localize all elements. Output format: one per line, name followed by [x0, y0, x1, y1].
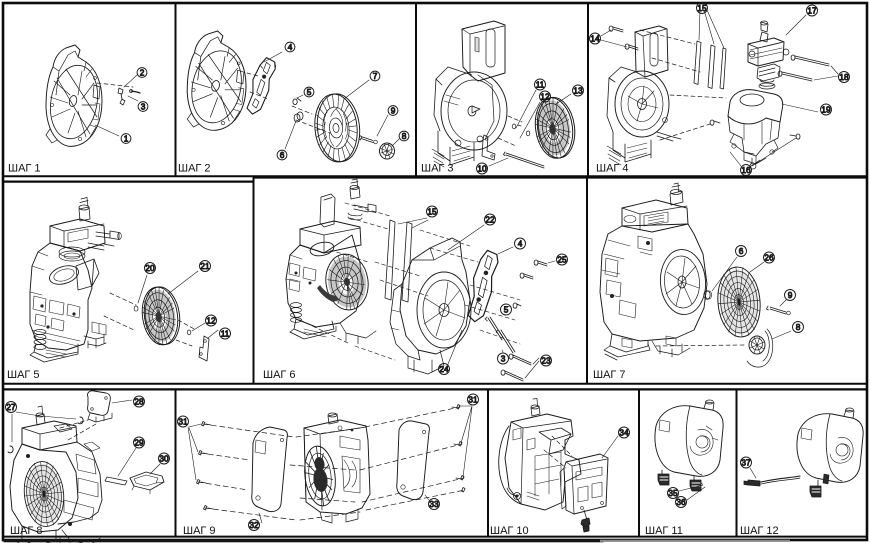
svg-text:8: 8	[796, 322, 801, 332]
svg-text:28: 28	[134, 397, 144, 407]
svg-text:3: 3	[141, 102, 146, 112]
svg-text:17: 17	[807, 6, 817, 16]
svg-text:31: 31	[468, 395, 478, 405]
svg-text:20: 20	[145, 263, 155, 273]
svg-text:2: 2	[140, 68, 145, 78]
svg-text:13: 13	[573, 86, 583, 96]
svg-text:ШАГ 11: ШАГ 11	[645, 525, 683, 537]
svg-text:18: 18	[839, 72, 849, 82]
svg-text:8: 8	[402, 131, 407, 141]
svg-text:ШАГ 6: ШАГ 6	[263, 369, 296, 381]
svg-text:6: 6	[280, 150, 285, 160]
svg-text:33: 33	[429, 499, 439, 509]
svg-text:ШАГ 4: ШАГ 4	[596, 163, 629, 175]
svg-text:36: 36	[676, 497, 686, 507]
svg-text:34: 34	[619, 428, 629, 438]
svg-text:3: 3	[501, 354, 506, 364]
svg-text:11: 11	[221, 329, 230, 339]
svg-text:9: 9	[788, 290, 793, 300]
svg-text:19: 19	[821, 105, 831, 115]
svg-text:ШАГ 1: ШАГ 1	[8, 163, 41, 175]
svg-text:1: 1	[124, 134, 129, 144]
svg-text:ШАГ 3: ШАГ 3	[421, 163, 454, 175]
svg-text:5: 5	[307, 87, 312, 97]
svg-text:ШАГ 12: ШАГ 12	[740, 525, 779, 537]
svg-text:22: 22	[485, 215, 495, 225]
svg-text:4: 4	[288, 42, 293, 52]
svg-text:16: 16	[741, 165, 751, 175]
svg-text:12: 12	[206, 316, 216, 326]
svg-text:5: 5	[504, 305, 509, 315]
svg-text:21: 21	[200, 261, 210, 271]
svg-text:23: 23	[541, 356, 551, 366]
svg-text:6: 6	[739, 246, 744, 256]
svg-text:ШАГ 2: ШАГ 2	[178, 163, 211, 175]
svg-text:25: 25	[557, 255, 567, 265]
svg-text:30: 30	[159, 454, 169, 464]
svg-text:ШАГ 5: ШАГ 5	[7, 369, 40, 381]
svg-text:12: 12	[540, 92, 550, 102]
svg-text:9: 9	[391, 106, 396, 116]
svg-text:ШАГ 7: ШАГ 7	[593, 369, 626, 381]
svg-text:24: 24	[439, 364, 449, 374]
svg-text:10: 10	[477, 164, 487, 174]
svg-text:4: 4	[518, 239, 523, 249]
svg-text:35: 35	[668, 488, 678, 498]
svg-text:37: 37	[741, 458, 751, 468]
svg-text:ШАГ 10: ШАГ 10	[490, 525, 529, 537]
svg-text:7: 7	[373, 71, 378, 81]
svg-text:ШАГ 8: ШАГ 8	[10, 525, 43, 537]
svg-text:15: 15	[427, 207, 437, 217]
svg-text:ШАГ 9: ШАГ 9	[183, 525, 216, 537]
svg-text:14: 14	[590, 34, 600, 44]
svg-text:29: 29	[134, 438, 144, 448]
svg-text:27: 27	[6, 402, 16, 412]
svg-text:31: 31	[178, 417, 188, 427]
svg-text:15: 15	[697, 3, 707, 13]
svg-text:11: 11	[536, 80, 545, 90]
svg-text:32: 32	[249, 520, 259, 530]
svg-text:26: 26	[764, 253, 774, 263]
